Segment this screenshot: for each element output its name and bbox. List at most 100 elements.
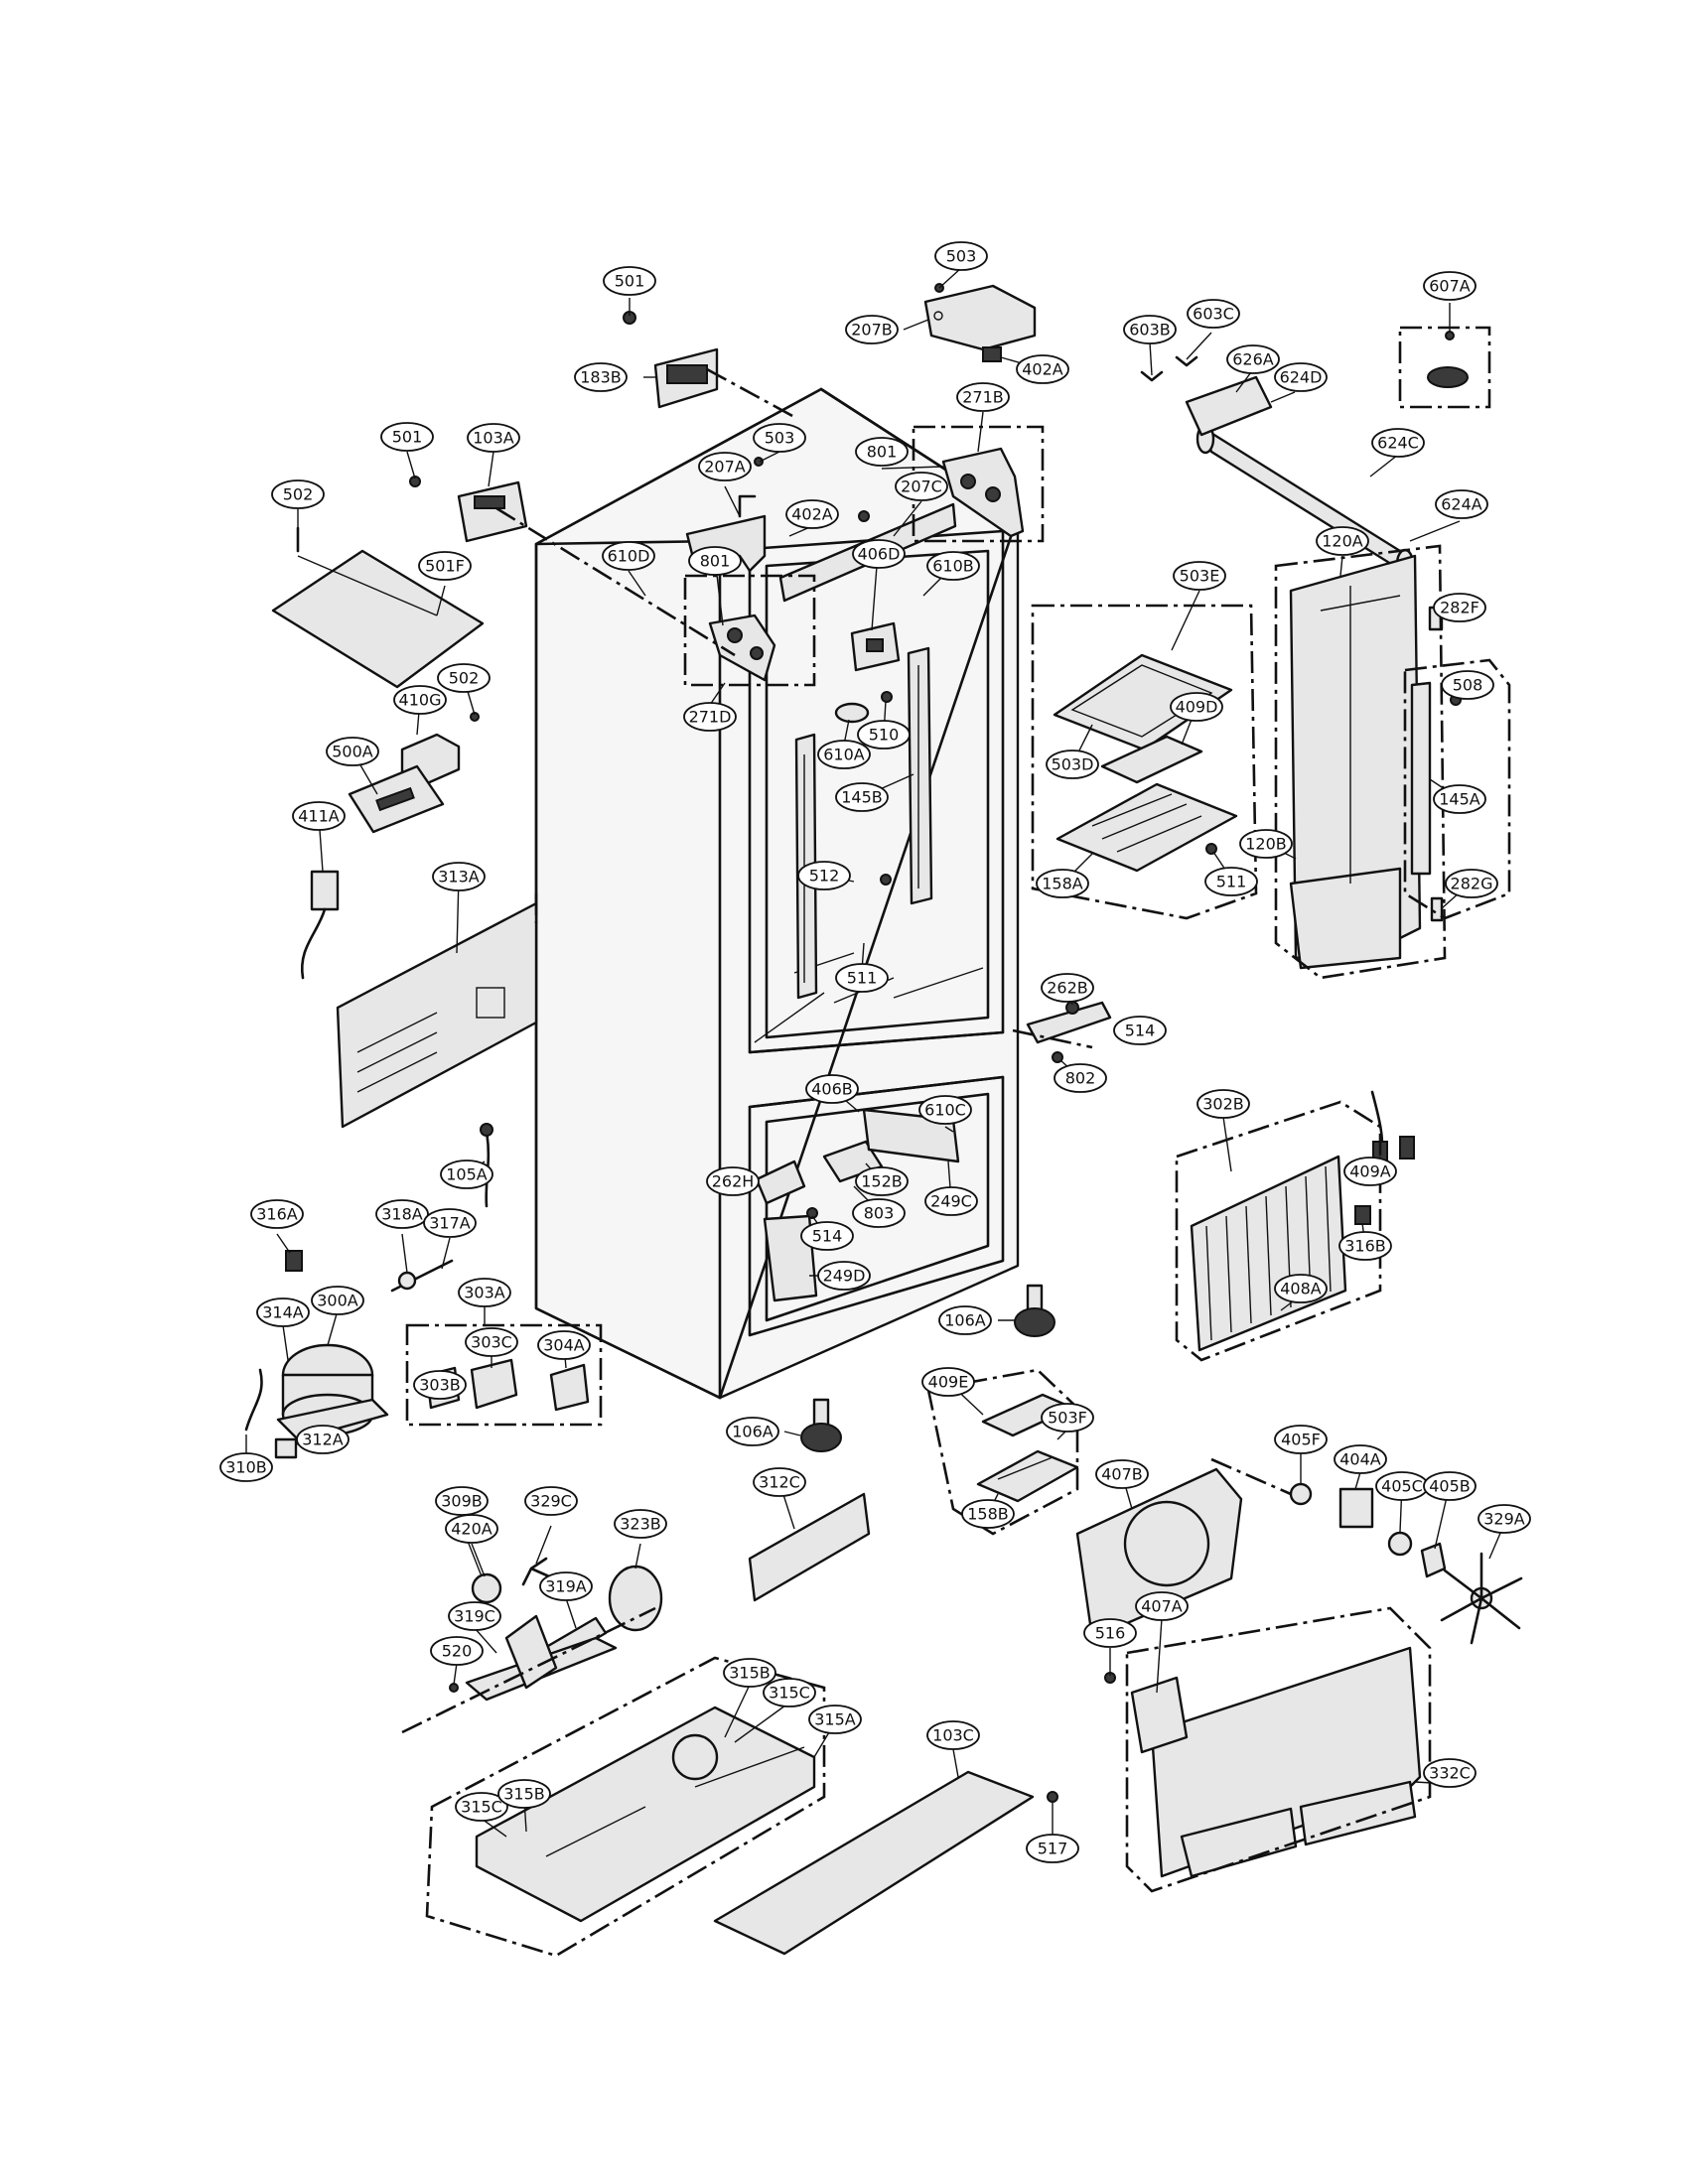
callout-text: 511 xyxy=(1216,873,1247,891)
callout-bubble xyxy=(1343,1157,1397,1186)
part-drawings xyxy=(244,267,1523,1958)
callout-315c: 315C xyxy=(763,1678,816,1707)
callout-text: 410G xyxy=(399,691,442,710)
callout-bubble xyxy=(603,266,656,296)
callout-249c: 249C xyxy=(924,1186,978,1216)
callout-310b: 310B xyxy=(219,1452,273,1482)
callout-text: 183B xyxy=(580,368,622,387)
callout-803: 803 xyxy=(852,1198,906,1228)
callout-text: 145A xyxy=(1439,790,1480,809)
callout-text: 120A xyxy=(1322,532,1363,551)
callout-801: 801 xyxy=(688,546,742,576)
part-303c xyxy=(470,1358,518,1410)
callout-text: 106A xyxy=(944,1311,986,1330)
callout-text: 309B xyxy=(441,1492,483,1511)
part-302b-evaporator xyxy=(1190,1155,1347,1352)
callout-bubble xyxy=(817,740,871,769)
part-318a xyxy=(390,1259,454,1293)
callout-303a: 303A xyxy=(458,1278,511,1307)
callout-text: 420A xyxy=(451,1520,492,1539)
callout-319c: 319C xyxy=(448,1601,501,1631)
callout-text: 302B xyxy=(1202,1095,1244,1114)
part-315a-tray xyxy=(475,1706,816,1923)
callout-text: 303C xyxy=(471,1333,512,1352)
callout-bubble xyxy=(855,1166,909,1196)
callout-503f: 503F xyxy=(1041,1403,1094,1433)
callout-501f: 501F xyxy=(418,551,472,581)
callout-bubble xyxy=(467,423,520,453)
callout-text: 503E xyxy=(1180,567,1220,586)
callout-bubble xyxy=(857,720,911,750)
part-409d xyxy=(1100,735,1203,784)
callout-502: 502 xyxy=(437,663,491,693)
callout-bubble xyxy=(440,1160,493,1189)
callout-bubble xyxy=(926,551,980,581)
callout-text: 271D xyxy=(689,708,732,727)
callout-text: 409D xyxy=(1176,698,1218,717)
callout-text: 402A xyxy=(791,505,833,524)
callout-bubble xyxy=(1274,362,1328,392)
group-120a xyxy=(1274,544,1447,980)
callout-bubble xyxy=(683,702,737,732)
callout-106a: 106A xyxy=(726,1417,779,1446)
callout-bubble xyxy=(602,541,655,571)
callout-501: 501 xyxy=(380,422,434,452)
part-106a-right xyxy=(1014,1284,1055,1337)
callout-249d: 249D xyxy=(817,1261,871,1291)
callout-314a: 314A xyxy=(256,1297,310,1327)
callout-271d: 271D xyxy=(683,702,737,732)
callout-bubble xyxy=(1226,344,1280,374)
callout-text: 158B xyxy=(967,1505,1009,1524)
callout-text: 603B xyxy=(1129,321,1171,340)
callout-402a: 402A xyxy=(785,499,839,529)
callout-bubble xyxy=(835,782,889,812)
callout-323b: 323B xyxy=(614,1509,667,1539)
callout-145b: 145B xyxy=(835,782,889,812)
callout-bubble xyxy=(723,1658,776,1688)
callout-text: 329C xyxy=(530,1492,572,1511)
callout-bubble xyxy=(375,1199,429,1229)
callout-bubble xyxy=(1445,869,1498,898)
callout-bubble xyxy=(614,1509,667,1539)
callout-text: 501 xyxy=(392,428,423,447)
callout-106a: 106A xyxy=(938,1305,992,1335)
callout-410g: 410G xyxy=(393,685,447,715)
part-607a xyxy=(1427,366,1469,388)
callout-text: 503 xyxy=(765,429,795,448)
callout-bubble xyxy=(1274,1425,1328,1454)
callout-bubble xyxy=(852,539,906,569)
callout-bubble xyxy=(445,1514,498,1544)
callout-bubble xyxy=(1204,867,1258,896)
callout-text: 404A xyxy=(1339,1450,1381,1469)
callout-bubble xyxy=(393,685,447,715)
callout-text: 610C xyxy=(924,1101,966,1120)
part-610a xyxy=(834,702,870,724)
callout-text: 409A xyxy=(1349,1162,1391,1181)
callout-text: 508 xyxy=(1453,676,1483,695)
callout-text: 610D xyxy=(608,547,650,566)
callout-bubble xyxy=(1441,670,1494,700)
callout-802: 802 xyxy=(1054,1063,1107,1093)
callout-bubble xyxy=(895,472,948,501)
callout-610b: 610B xyxy=(926,551,980,581)
part-106a-left xyxy=(800,1398,842,1452)
callout-text: 801 xyxy=(700,552,731,571)
part-501f xyxy=(271,549,485,689)
callout-text: 207C xyxy=(901,478,942,496)
callout-bubble xyxy=(706,1166,760,1196)
callout-text: 405C xyxy=(1381,1477,1423,1496)
callout-bubble xyxy=(292,801,346,831)
callout-316a: 316A xyxy=(250,1199,304,1229)
callout-text: 304A xyxy=(543,1336,585,1355)
part-500a xyxy=(348,764,445,834)
callout-405f: 405F xyxy=(1274,1425,1328,1454)
callout-624c: 624C xyxy=(1371,428,1425,458)
callout-303c: 303C xyxy=(465,1327,518,1357)
callout-text: 310B xyxy=(225,1458,267,1477)
callout-207a: 207A xyxy=(698,452,752,481)
callout-603c: 603C xyxy=(1187,299,1240,329)
callout-bubble xyxy=(380,422,434,452)
part-158b xyxy=(976,1449,1079,1503)
part-262h xyxy=(755,1160,806,1205)
callout-bubble xyxy=(753,1467,806,1497)
